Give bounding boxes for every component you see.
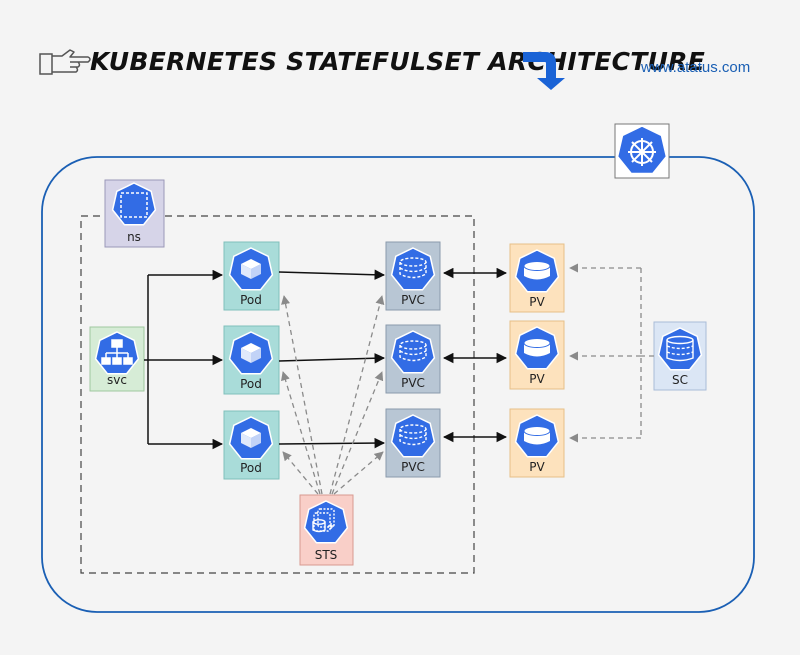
pvc-volume-icon xyxy=(399,257,427,279)
pvc-label-1: PVC xyxy=(401,293,425,307)
pvc-pv-binding-arrows xyxy=(442,267,508,443)
pvc-label-3: PVC xyxy=(401,460,425,474)
ns-node[interactable]: ns xyxy=(104,179,165,248)
ns-label: ns xyxy=(127,230,141,244)
pv-node-1[interactable]: PV xyxy=(509,243,565,313)
pv-label-2: PV xyxy=(529,372,545,386)
sts-node[interactable]: STS xyxy=(299,494,354,566)
pod-node-2[interactable]: Pod xyxy=(223,325,280,395)
service-network-icon xyxy=(101,339,133,365)
pv-node-3[interactable]: PV xyxy=(509,408,565,478)
pv-disk-icon xyxy=(523,426,551,445)
website-link[interactable]: www.atatus.com xyxy=(640,59,750,76)
pv-node-2[interactable]: PV xyxy=(509,320,565,390)
svc-label: svc xyxy=(107,373,127,387)
page-title: KUBERNETES STATEFULSET ARCHITECTURE xyxy=(90,47,705,76)
sc-label: SC xyxy=(672,373,688,387)
pod-label-1: Pod xyxy=(240,293,262,307)
pv-label-1: PV xyxy=(529,295,545,309)
pod-node-3[interactable]: Pod xyxy=(223,410,280,480)
sts-ownership-arrows xyxy=(281,295,385,495)
svc-connectors xyxy=(144,269,224,450)
pvc-node-1[interactable]: PVC xyxy=(385,241,441,311)
pod-cube-icon xyxy=(241,343,261,363)
pod-label-3: Pod xyxy=(240,461,262,475)
statefulset-icon xyxy=(312,508,335,533)
namespace-icon xyxy=(120,192,148,218)
pv-disk-icon xyxy=(523,261,551,280)
svc-node[interactable]: svc xyxy=(89,326,145,392)
sc-to-pv-arrows xyxy=(569,263,654,443)
curved-down-arrow-icon xyxy=(523,52,565,90)
pointing-hand-icon xyxy=(39,49,91,75)
namespace-boundary xyxy=(80,215,475,574)
pod-to-pvc-arrows xyxy=(278,269,386,449)
pod-label-2: Pod xyxy=(240,377,262,391)
pvc-volume-icon xyxy=(399,340,427,362)
sc-node[interactable]: SC xyxy=(653,321,707,391)
pvc-node-2[interactable]: PVC xyxy=(385,324,441,394)
pvc-node-3[interactable]: PVC xyxy=(385,408,441,478)
pvc-volume-icon xyxy=(399,424,427,446)
pod-node-1[interactable]: Pod xyxy=(223,241,280,311)
pod-cube-icon xyxy=(241,428,261,448)
sts-label: STS xyxy=(315,548,338,562)
pod-cube-icon xyxy=(241,259,261,279)
pv-disk-icon xyxy=(523,338,551,357)
cluster-boundary xyxy=(41,156,755,613)
pvc-label-2: PVC xyxy=(401,376,425,390)
storage-class-icon xyxy=(666,335,694,362)
kubernetes-helm-icon xyxy=(614,123,670,179)
pv-label-3: PV xyxy=(529,460,545,474)
